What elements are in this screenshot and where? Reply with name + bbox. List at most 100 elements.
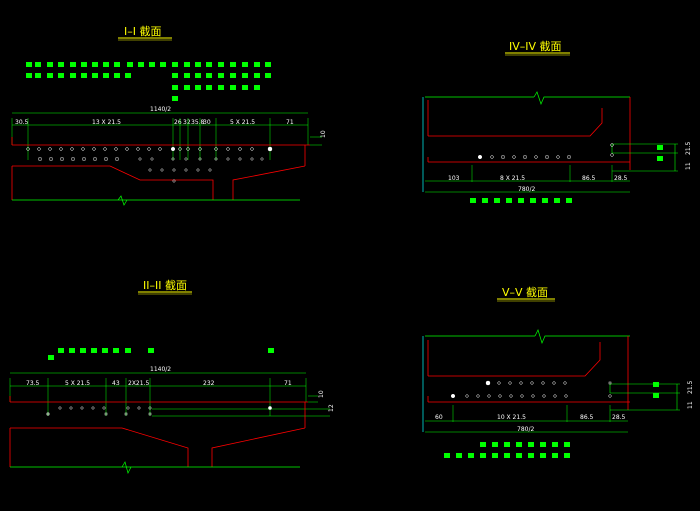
rebar-tag-label (456, 453, 462, 458)
section-4-right-dim-1: 11 (685, 162, 692, 170)
rebar-marker (103, 147, 107, 151)
rebar-marker (564, 394, 568, 398)
rebar-tag-label (184, 62, 190, 67)
rebar-tag-label (70, 62, 76, 67)
rebar-marker (137, 406, 141, 410)
rebar-tag-label (254, 85, 260, 90)
rebar-marker (59, 147, 63, 151)
rebar-tag-label (149, 62, 155, 67)
rebar-tag-label (218, 62, 224, 67)
rebar-marker (70, 147, 74, 151)
rebar-marker (91, 406, 95, 410)
rebar-tag-label (172, 62, 178, 67)
rebar-tag-label (172, 73, 178, 78)
rebar-tag-label (530, 198, 536, 203)
rebar-marker (476, 394, 480, 398)
rebar-tag-label (26, 73, 32, 78)
rebar-tag-label (230, 85, 236, 90)
rebar-marker (534, 155, 538, 159)
section-5-dim-0: 60 (435, 414, 443, 421)
section-1: I–I 截面 1140/2 30.5 13 X 21.5 26 32 35.8 … (11, 24, 327, 206)
rebar-tag-label (195, 85, 201, 90)
rebar-marker (60, 157, 64, 161)
rebar-tag-label (47, 62, 53, 67)
rebar-tag-label (480, 442, 486, 447)
rebar-marker (71, 157, 75, 161)
rebar-marker (497, 381, 501, 385)
rebar-marker (170, 146, 176, 152)
rebar-tag-label (47, 73, 53, 78)
rebar-tag-label (114, 62, 120, 67)
rebar-marker (104, 412, 108, 416)
rebar-marker (226, 147, 230, 151)
rebar-tag-label (70, 73, 76, 78)
rebar-marker (610, 143, 614, 147)
rebar-tag-label (172, 96, 178, 101)
rebar-marker (148, 168, 152, 172)
section-1-rebar-tags (26, 62, 271, 101)
rebar-marker (82, 157, 86, 161)
rebar-marker (102, 406, 106, 410)
section-1-title: I–I 截面 (124, 24, 162, 38)
rebar-marker (267, 146, 273, 152)
rebar-marker (58, 406, 62, 410)
rebar-tag-label (480, 453, 486, 458)
rebar-marker (542, 394, 546, 398)
rebar-marker (608, 394, 612, 398)
rebar-tag-label (102, 348, 108, 353)
rebar-marker (250, 147, 254, 151)
rebar-tag-label (26, 62, 32, 67)
rebar-marker (196, 168, 200, 172)
rebar-tag-label (653, 393, 659, 398)
rebar-tag-label (184, 85, 190, 90)
rebar-marker (490, 155, 494, 159)
rebar-marker (124, 412, 128, 416)
rebar-marker (545, 155, 549, 159)
section-1-rebar (26, 146, 273, 183)
section-1-overall-dim: 1140/2 (150, 106, 171, 113)
rebar-tag-label (492, 442, 498, 447)
rebar-marker (226, 157, 230, 161)
rebar-marker (138, 157, 142, 161)
rebar-marker (553, 394, 557, 398)
section-4-rebar (477, 143, 614, 160)
rebar-tag-label (206, 85, 212, 90)
rebar-tag-label (518, 198, 524, 203)
section-5-right-dim-1: 11 (687, 401, 694, 409)
section-4-outline (427, 97, 631, 170)
rebar-marker (81, 147, 85, 151)
rebar-marker (238, 157, 242, 161)
rebar-marker (186, 147, 190, 151)
rebar-tag-label (552, 442, 558, 447)
rebar-tag-label (540, 453, 546, 458)
rebar-tag-label (148, 348, 154, 353)
rebar-marker (198, 157, 202, 161)
section-2-dim-4: 232 (203, 380, 215, 387)
rebar-marker (198, 147, 202, 151)
rebar-marker (126, 406, 130, 410)
rebar-tag-label (172, 85, 178, 90)
rebar-marker (487, 394, 491, 398)
rebar-tag-label (184, 73, 190, 78)
rebar-tag-label (254, 62, 260, 67)
rebar-marker (530, 381, 534, 385)
rebar-tag-label (265, 73, 271, 78)
rebar-tag-label (540, 442, 546, 447)
rebar-tag-label (48, 355, 54, 360)
section-4-dim-3: 28.5 (614, 175, 628, 182)
rebar-marker (160, 168, 164, 172)
rebar-marker (214, 147, 218, 151)
rebar-tag-label (516, 442, 522, 447)
section-1-dim-7: 71 (286, 119, 294, 126)
rebar-tag-label (58, 73, 64, 78)
rebar-marker (498, 394, 502, 398)
section-1-break-mark (117, 195, 128, 206)
rebar-marker (115, 157, 119, 161)
rebar-marker (485, 380, 491, 386)
section-5: V–V 截面 21.5 11 60 10 X 21.5 86.5 28.5 7 (422, 285, 694, 458)
rebar-tag-label (127, 62, 133, 67)
section-5-dim-3: 28.5 (612, 414, 626, 421)
section-5-title: V–V 截面 (502, 285, 548, 299)
rebar-marker (208, 168, 212, 172)
rebar-tag-label (242, 62, 248, 67)
